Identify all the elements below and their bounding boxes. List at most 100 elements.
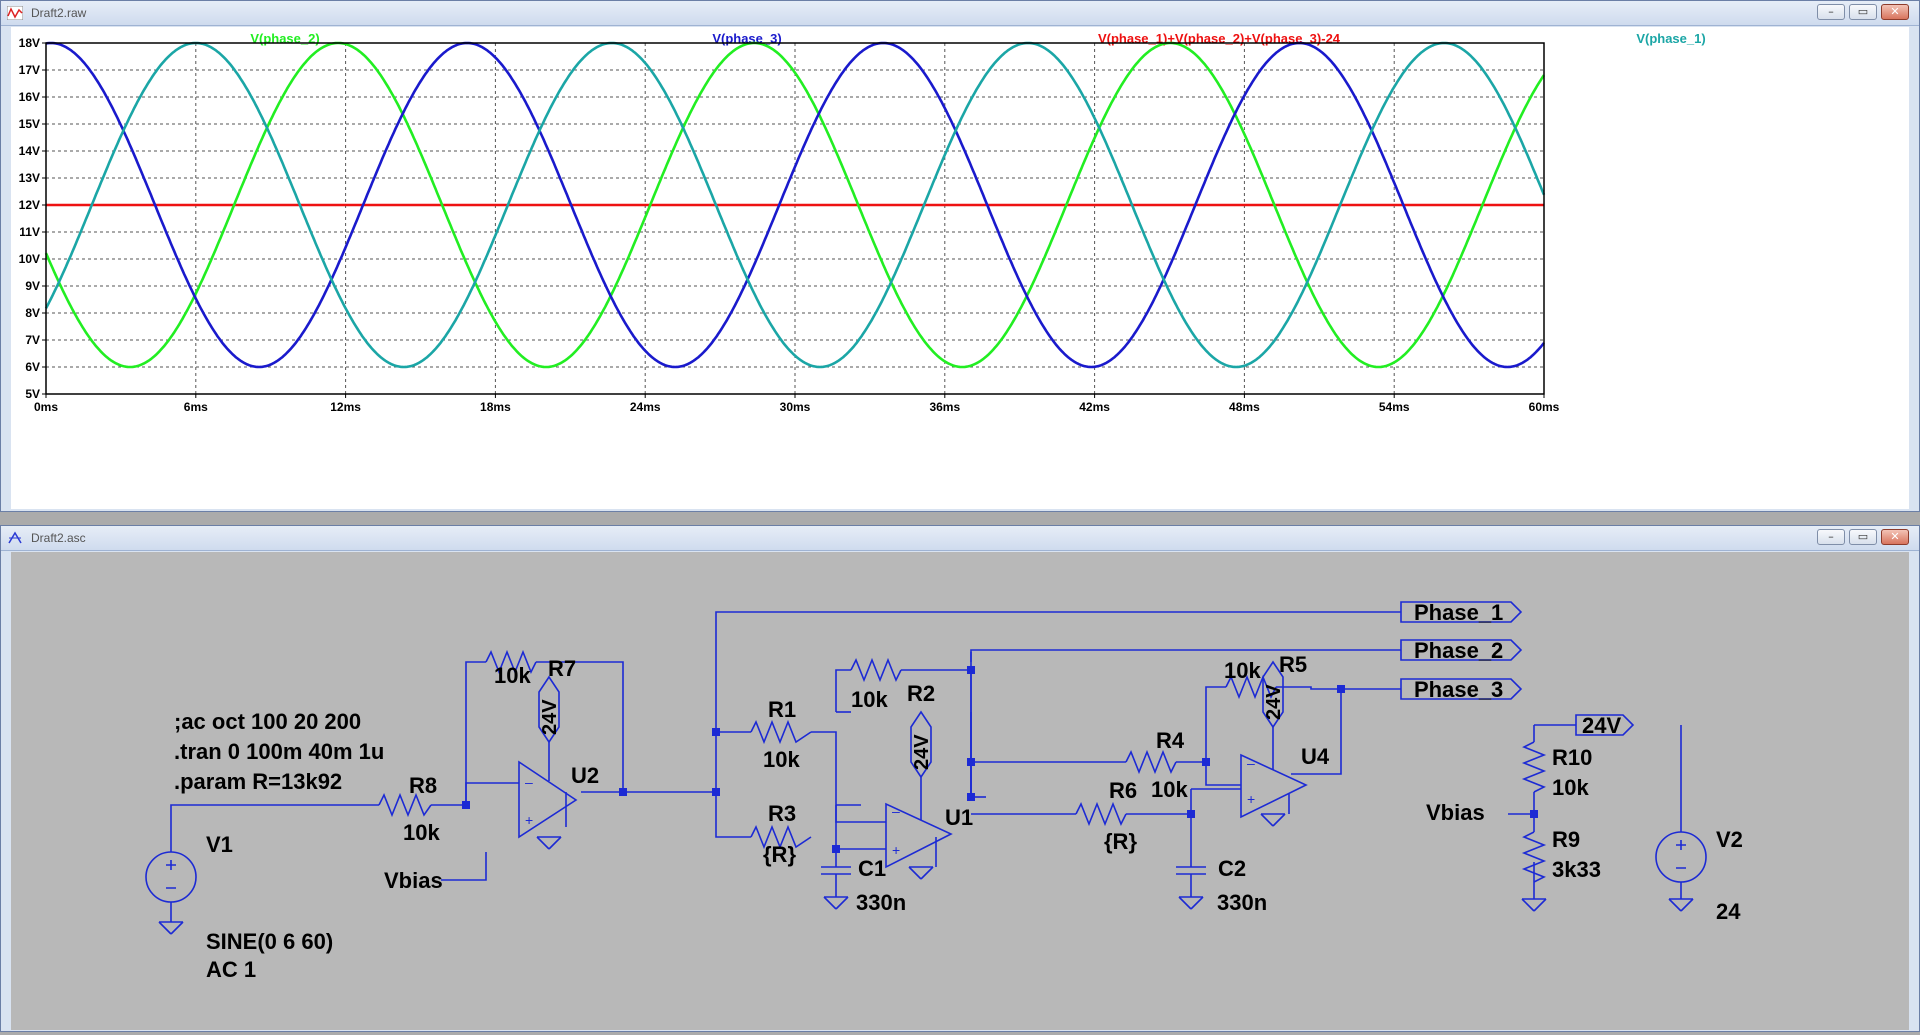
r7-name[interactable]: R7	[548, 656, 576, 681]
v1-value-ac[interactable]: AC 1	[206, 957, 256, 982]
u4-supply-flag	[1262, 660, 1284, 729]
directive-param[interactable]: .param R=13k92	[174, 769, 342, 794]
v2-name[interactable]: V2	[1716, 827, 1743, 852]
c2-value[interactable]: 330n	[1217, 890, 1267, 915]
r2-value[interactable]: 10k	[851, 687, 888, 712]
close-button[interactable]: ✕	[1881, 4, 1909, 20]
y-tick-label: 16V	[19, 90, 40, 104]
schematic-canvas[interactable]: ;ac oct 100 20 200 .tran 0 100m 40m 1u .…	[11, 552, 1909, 1030]
r10-name[interactable]: R10	[1552, 745, 1592, 770]
ground-icon	[1521, 898, 1547, 912]
voltage-source-symbols	[145, 831, 1707, 922]
c1-value[interactable]: 330n	[856, 890, 906, 915]
y-tick-label: 18V	[19, 36, 40, 50]
r9-symbol	[1521, 831, 1547, 883]
ground-icon	[536, 836, 562, 850]
waveform-plot-area[interactable]: V(phase_2) V(phase_3) V(phase_1)+V(phase…	[11, 27, 1909, 509]
r10-symbol	[1521, 741, 1547, 793]
u4-supply-label[interactable]: 24V	[1263, 684, 1285, 720]
legend-phase-1[interactable]: V(phase_1)	[1636, 31, 1705, 46]
r5-value[interactable]: 10k	[1224, 658, 1261, 683]
r4-symbol	[1125, 749, 1177, 775]
schematic-window[interactable]: Draft2.asc – ▭ ✕	[0, 525, 1920, 1032]
v2-value[interactable]: 24	[1716, 899, 1741, 924]
x-tick-label: 36ms	[929, 400, 960, 414]
directive-ac[interactable]: ;ac oct 100 20 200	[174, 709, 361, 734]
v1-value[interactable]: SINE(0 6 60)	[206, 929, 333, 954]
r2-name[interactable]: R2	[907, 681, 935, 706]
u1-name[interactable]: U1	[945, 805, 973, 830]
c1-name[interactable]: C1	[858, 856, 886, 881]
y-tick-label: 11V	[19, 225, 40, 239]
svg-text:+: +	[525, 812, 533, 828]
r6-name[interactable]: R6	[1109, 778, 1137, 803]
y-tick-label: 10V	[19, 252, 40, 266]
vbias-label[interactable]: Vbias	[384, 868, 443, 893]
phase-3-flag	[1400, 678, 1523, 700]
phase-2-label[interactable]: Phase_2	[1414, 638, 1503, 663]
r9-name[interactable]: R9	[1552, 827, 1580, 852]
r8-value[interactable]: 10k	[403, 820, 440, 845]
r1-value[interactable]: 10k	[763, 747, 800, 772]
u1-supply-label[interactable]: 24V	[911, 734, 933, 770]
x-tick-label: 42ms	[1079, 400, 1110, 414]
v1-name[interactable]: V1	[206, 832, 233, 857]
u4-name[interactable]: U4	[1301, 744, 1330, 769]
schematic-icon	[8, 531, 22, 544]
plot-titlebar[interactable]: Draft2.raw – ▭ ✕	[1, 1, 1919, 26]
u2-supply-flag	[538, 675, 560, 744]
x-tick-label: 12ms	[330, 400, 361, 414]
restore-button[interactable]: ▭	[1849, 529, 1877, 545]
phase-1-label[interactable]: Phase_1	[1414, 600, 1503, 625]
r3-name[interactable]: R3	[768, 801, 796, 826]
svg-text:–: –	[892, 803, 900, 819]
r1-symbol	[750, 719, 812, 745]
svg-text:+: +	[892, 842, 900, 858]
r5-name[interactable]: R5	[1279, 652, 1307, 677]
supply-24v-label[interactable]: 24V	[1582, 713, 1621, 738]
vbias-node-label[interactable]: Vbias	[1426, 800, 1485, 825]
x-tick-label: 6ms	[184, 400, 208, 414]
r1-name[interactable]: R1	[768, 697, 796, 722]
y-tick-label: 12V	[19, 198, 40, 212]
opamp-pin-marks: –+ –+ –+	[525, 755, 1255, 858]
u2-name[interactable]: U2	[571, 763, 599, 788]
r7-symbol	[485, 649, 537, 675]
waveform-icon	[7, 6, 23, 20]
restore-button[interactable]: ▭	[1849, 4, 1877, 20]
capacitor-symbols	[821, 849, 1206, 897]
r5-symbol	[1225, 674, 1277, 700]
x-tick-label: 0ms	[34, 400, 58, 414]
u2-supply-label[interactable]: 24V	[539, 699, 561, 735]
svg-text:+: +	[1247, 791, 1255, 807]
r6-value[interactable]: {R}	[1104, 829, 1137, 854]
ground-symbols	[158, 812, 1694, 935]
ground-icon	[1668, 898, 1694, 912]
close-button[interactable]: ✕	[1881, 529, 1909, 545]
directive-tran[interactable]: .tran 0 100m 40m 1u	[174, 739, 384, 764]
schematic-titlebar[interactable]: Draft2.asc – ▭ ✕	[1, 526, 1919, 551]
minimize-button[interactable]: –	[1817, 4, 1845, 20]
u2-symbol	[518, 760, 578, 839]
opamp-symbols	[518, 660, 1308, 869]
r3-value[interactable]: {R}	[763, 842, 796, 867]
c2-name[interactable]: C2	[1218, 856, 1246, 881]
r4-value[interactable]: 10k	[1151, 777, 1188, 802]
minimize-button[interactable]: –	[1817, 529, 1845, 545]
x-tick-label: 54ms	[1379, 400, 1410, 414]
plot-window[interactable]: Draft2.raw – ▭ ✕ V(phase_2) V(phase_3) V…	[0, 0, 1920, 512]
schematic-drawing[interactable]: ;ac oct 100 20 200 .tran 0 100m 40m 1u .…	[11, 552, 1909, 1030]
r7-value[interactable]: 10k	[494, 663, 531, 688]
r9-value[interactable]: 3k33	[1552, 857, 1601, 882]
r4-name[interactable]: R4	[1156, 728, 1185, 753]
phase-3-label[interactable]: Phase_3	[1414, 677, 1503, 702]
supply-24v-flag	[1575, 714, 1635, 736]
r10-value[interactable]: 10k	[1552, 775, 1589, 800]
r8-name[interactable]: R8	[409, 773, 437, 798]
waveform-chart[interactable]: V(phase_2) V(phase_3) V(phase_1)+V(phase…	[11, 27, 1909, 509]
r3-symbol	[750, 824, 812, 850]
net-label-flags	[1400, 601, 1635, 736]
x-tick-label: 60ms	[1529, 400, 1560, 414]
y-tick-label: 6V	[25, 360, 40, 374]
